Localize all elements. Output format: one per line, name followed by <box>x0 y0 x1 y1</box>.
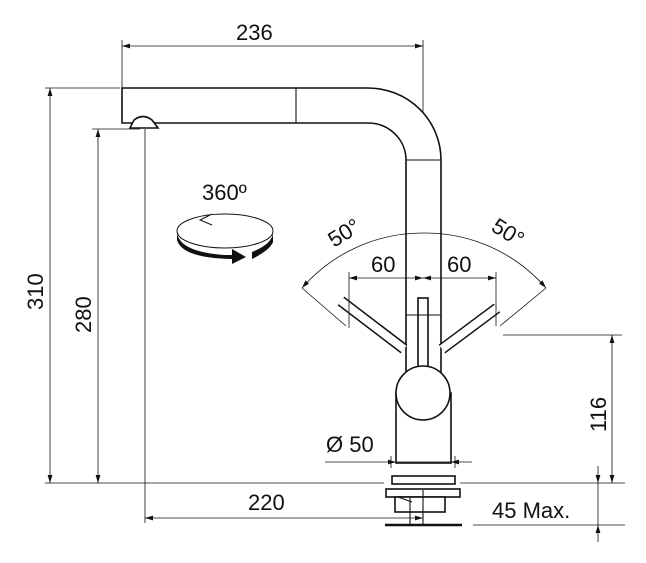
label-236: 236 <box>236 20 273 45</box>
faucet-spout <box>121 87 442 376</box>
faucet-body <box>337 296 501 527</box>
label-60-left: 60 <box>371 252 395 277</box>
dimension-116: 116 <box>503 334 622 483</box>
dimension-310: 310 <box>23 87 120 483</box>
dimension-lever-offsets: 60 60 <box>348 252 497 328</box>
label-angle-right: 50° <box>487 213 528 252</box>
lever-hub <box>395 365 451 421</box>
label-60-right: 60 <box>447 252 471 277</box>
swivel-360-icon: 360º <box>176 180 274 264</box>
dimension-280: 280 <box>71 128 146 523</box>
label-diameter: Ø 50 <box>326 432 374 457</box>
lever-center <box>417 297 429 369</box>
aerator-nozzle <box>128 115 160 129</box>
dimension-220: 220 <box>145 490 423 521</box>
label-360: 360º <box>202 180 247 205</box>
label-220: 220 <box>248 490 285 515</box>
dimension-diameter: Ø 50 <box>325 432 472 468</box>
dimension-236: 236 <box>121 20 424 300</box>
label-310: 310 <box>23 273 48 310</box>
dimension-45-max: 45 Max. <box>473 466 625 542</box>
label-280: 280 <box>71 296 96 333</box>
label-45-max: 45 Max. <box>492 498 570 523</box>
label-116: 116 <box>586 397 611 432</box>
